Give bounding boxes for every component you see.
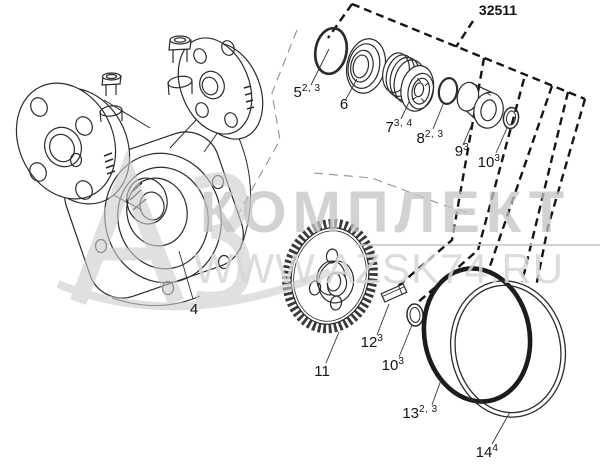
assembly-axis-dashed-lines (227, 29, 471, 233)
hex-plug-small (101, 72, 122, 96)
boundary-left-stub (327, 3, 353, 39)
boundary-top-edge (351, 2, 586, 101)
backup-ring-14 (449, 280, 567, 418)
gear-11 (282, 218, 378, 334)
boundary-return-edge (534, 98, 587, 288)
o-ring-13 (421, 266, 533, 404)
hex-plug-large (168, 35, 192, 63)
seal-kit-boundary-dashed (327, 2, 587, 305)
rail-to-backup-ring (520, 91, 570, 283)
o-ring-10-lower (406, 303, 424, 327)
mechanical-seal-7 (382, 52, 435, 112)
o-ring-8 (437, 77, 459, 105)
key-12 (380, 283, 408, 303)
rail-to-lower-o-ring (415, 78, 526, 305)
port-bosses (99, 75, 193, 123)
assembly-number-leader (454, 20, 475, 48)
seal-washer-6 (345, 38, 387, 94)
rail-to-large-o-ring (487, 85, 554, 270)
seal-seat-9 (456, 81, 504, 129)
o-ring-5 (313, 26, 349, 76)
right-flange (169, 37, 264, 153)
o-ring-10-upper (502, 106, 520, 130)
pump-housing (15, 35, 264, 306)
rail-to-key (396, 57, 486, 288)
